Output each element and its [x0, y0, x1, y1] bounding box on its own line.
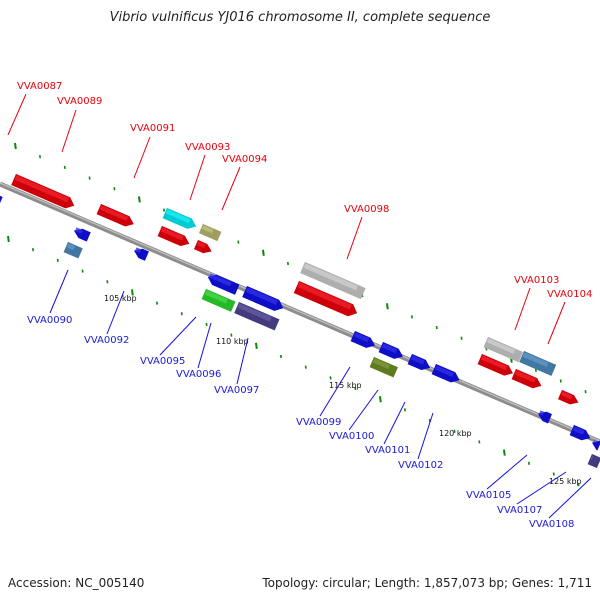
gene-arrow-vva0104: [519, 351, 557, 376]
gene-arrow-vva0089: [11, 174, 75, 209]
gene-label-vva0091: VVA0091: [130, 123, 175, 134]
leader-vva0094: [221, 166, 241, 211]
leader-vva0103: [514, 287, 531, 331]
leader-vva0099: [319, 366, 351, 417]
gene-arrow-left-edge: [0, 195, 3, 206]
gene-label-vva0099: VVA0099: [296, 417, 341, 428]
leader-vva0101: [383, 401, 406, 445]
leader-vva0093: [189, 154, 206, 201]
gene-arrow-vva0104b: [511, 369, 542, 389]
leader-vva0098: [346, 216, 363, 260]
gene-label-vva0102: VVA0102: [398, 460, 443, 471]
tick-mark: [502, 449, 506, 456]
gene-label-vva0093: VVA0093: [185, 142, 230, 153]
gene-label-vva0105: VVA0105: [466, 490, 511, 501]
gene-arrow-vva0099: [350, 331, 375, 348]
leader-vva0095: [159, 316, 197, 356]
scale-label-120-kbp: 120 kbp: [439, 429, 472, 438]
scale-label-115-kbp: 115 kbp: [329, 381, 362, 390]
gene-arrow-vva0092: [134, 247, 149, 261]
leader-vva0102: [417, 412, 434, 460]
scale-label-125-kbp: 125 kbp: [549, 477, 582, 486]
gene-label-vva0104: VVA0104: [547, 289, 592, 300]
tick-mark: [137, 196, 141, 203]
gene-label-vva0087: VVA0087: [17, 81, 62, 92]
scale-label-110-kbp: 110 kbp: [216, 337, 249, 346]
gene-label-vva0108: VVA0108: [529, 519, 574, 530]
leader-vva0091: [133, 136, 151, 179]
gene-arrow-vva0090: [74, 227, 91, 242]
gene-label-vva0095: VVA0095: [140, 356, 185, 367]
gene-arrow-vva0096b: [242, 286, 284, 311]
leader-vva0090: [49, 269, 69, 314]
tick-mark: [261, 249, 265, 256]
gene-arrow-vva0100: [369, 357, 398, 378]
gene-label-vva0100: VVA0100: [329, 431, 374, 442]
gene-arrow-vva0093b: [157, 226, 190, 246]
gene-arrow-vva0107: [569, 425, 591, 441]
gene-label-vva0089: VVA0089: [57, 96, 102, 107]
gene-arrow-vva0090b: [63, 242, 83, 259]
tick-mark: [130, 289, 134, 296]
gene-label-vva0096: VVA0096: [176, 369, 221, 380]
tick-mark: [385, 303, 389, 310]
gene-label-vva0090: VVA0090: [27, 315, 72, 326]
gene-arrow-vva0106: [558, 390, 579, 405]
gene-arrow-vva0093: [162, 208, 197, 229]
gene-arrow-vva0094b: [194, 240, 212, 254]
tick-mark: [254, 342, 258, 349]
leader-vva0104: [547, 301, 566, 345]
gene-arrow-vva0091: [96, 204, 134, 227]
gene-arrow-vva0097: [234, 302, 280, 331]
backbone-line: [0, 181, 600, 445]
gene-arrow-vva0095: [207, 273, 240, 295]
gene-arrow-vva0103: [483, 337, 523, 363]
scale-label-105-kbp: 105 kbp: [104, 294, 137, 303]
leader-vva0097: [236, 337, 249, 385]
tick-mark: [378, 396, 382, 403]
gene-arrow-vva0103b: [477, 354, 513, 376]
gene-arrow-vva0094: [199, 224, 222, 242]
gene-label-vva0103: VVA0103: [514, 275, 559, 286]
gene-arrow-vva0108: [587, 454, 600, 469]
gene-arrow-vva0107b: [592, 439, 600, 451]
gene-arrow-vva0102: [407, 354, 431, 371]
gene-label-vva0098: VVA0098: [344, 204, 389, 215]
leader-vva0089: [61, 109, 77, 153]
gene-arrow-vva0096: [201, 289, 236, 312]
gene-arrow-vva0098: [300, 262, 366, 300]
tick-mark: [14, 142, 17, 150]
map-title: Vibrio vulnificus YJ016 chromosome II, c…: [109, 10, 491, 25]
genome-stats-label: Topology: circular; Length: 1,857,073 bp…: [262, 576, 592, 590]
gene-label-vva0097: VVA0097: [214, 385, 259, 396]
gene-label-vva0107: VVA0107: [497, 505, 542, 516]
accession-label: Accession: NC_005140: [8, 576, 145, 590]
gene-label-vva0094: VVA0094: [222, 154, 267, 165]
tick-mark: [7, 235, 10, 243]
leader-vva0100: [348, 389, 379, 431]
leader-vva0096: [197, 322, 212, 369]
gene-label-vva0101: VVA0101: [365, 445, 410, 456]
gene-arrow-vva0101: [378, 342, 403, 359]
leader-vva0092: [106, 290, 125, 335]
leader-vva0105: [486, 454, 528, 490]
gene-arrow-vva0102b: [431, 364, 460, 383]
leader-vva0108: [548, 477, 592, 519]
gene-label-vva0092: VVA0092: [84, 335, 129, 346]
gene-arrow-vva0105: [538, 410, 552, 424]
gene-arrow-vva0098b: [293, 281, 358, 317]
leader-vva0087: [7, 93, 27, 136]
leader-vva0107: [516, 471, 567, 505]
backbone-highlight: [0, 182, 600, 442]
